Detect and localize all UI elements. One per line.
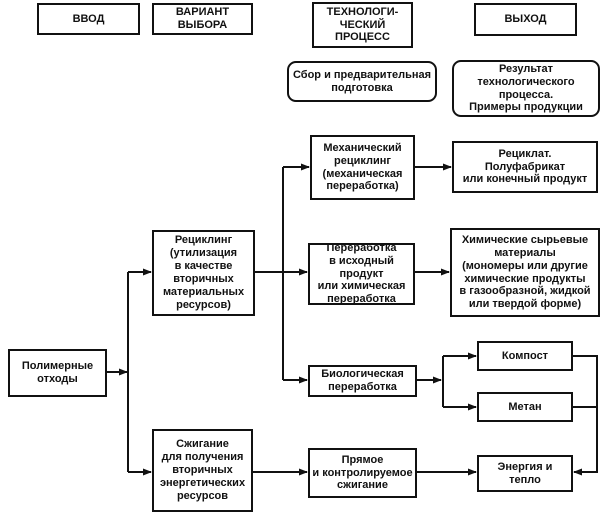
node-compost: Компост	[477, 341, 573, 371]
node-mechanical-recycling: Механический рециклинг (механическая пер…	[310, 135, 415, 200]
node-output-header: ВЫХОД	[474, 3, 577, 36]
node-process-header: ТЕХНОЛОГИ- ЧЕСКИЙ ПРОЦЕСС	[312, 2, 413, 48]
node-incineration: Сжигание для получения вторичных энергет…	[152, 429, 253, 512]
node-methane: Метан	[477, 392, 573, 422]
node-biological-processing: Биологическая переработка	[308, 365, 417, 397]
node-chemical-materials: Химические сырьевые материалы (мономеры …	[450, 228, 600, 317]
node-input-header: ВВОД	[37, 3, 140, 35]
node-polymer-waste: Полимерные отходы	[8, 349, 107, 397]
node-direct-incineration: Прямое и контролируемое сжигание	[308, 448, 417, 498]
connector-compost-to-energy	[573, 355, 598, 476]
node-recycling: Рециклинг (утилизация в качестве вторичн…	[152, 230, 255, 316]
node-result-note: Результат технологического процесса. При…	[452, 60, 600, 117]
node-feedstock-processing: Переработка в исходный продукт или химич…	[308, 242, 415, 305]
node-choice-header: ВАРИАНТ ВЫБОРА	[152, 3, 253, 35]
node-recyclate: Рециклат. Полуфабрикат или конечный прод…	[452, 141, 598, 193]
node-collection-note: Сбор и предварительная подготовка	[287, 61, 437, 102]
node-energy-heat: Энергия и тепло	[477, 455, 573, 492]
